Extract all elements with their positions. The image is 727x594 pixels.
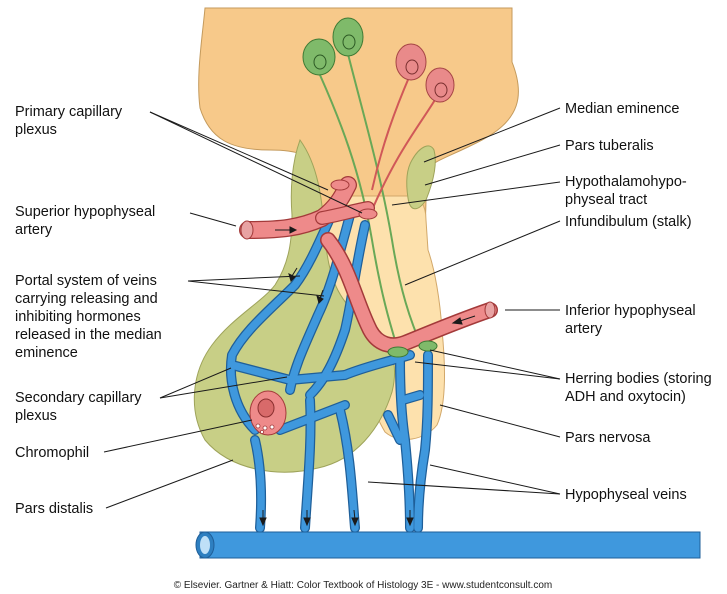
inferior-artery-opening [485,302,495,318]
label-pars-nervosa: Pars nervosa [565,430,651,446]
label-pars-distalis: Pars distalis [15,501,93,517]
green-neuron-body [333,18,363,56]
label-infundibulum: Infundibulum (stalk) [565,214,692,230]
label-chromophil: Chromophil [15,445,89,461]
label-pars-tuberalis: Pars tuberalis [565,138,654,154]
chromophil-cell [250,391,286,435]
label-primary-capillary-plexus: Primary capillary plexus [15,104,126,138]
label-hypothalamohypophyseal-tract: Hypothalamohypo- physeal tract [565,174,691,208]
main-hypophyseal-vein [196,532,700,558]
superior-artery-opening [241,221,253,239]
copyright-credit: © Elsevier. Gartner & Hiatt: Color Textb… [174,580,552,591]
label-portal-system: Portal system of veins carrying releasin… [15,273,166,361]
label-secondary-capillary-plexus: Secondary capillary plexus [15,390,146,424]
label-superior-hypophyseal-artery: Superior hypophyseal artery [15,204,159,238]
label-hypophyseal-veins: Hypophyseal veins [565,487,687,503]
label-herring-bodies: Herring bodies (storing ADH and oxytocin… [565,371,716,405]
label-median-eminence: Median eminence [565,101,679,117]
green-neuron-body [303,39,335,75]
label-inferior-hypophyseal-artery: Inferior hypophyseal artery [565,303,700,337]
pink-neuron-body [426,68,454,102]
pink-neuron-body [396,44,426,80]
